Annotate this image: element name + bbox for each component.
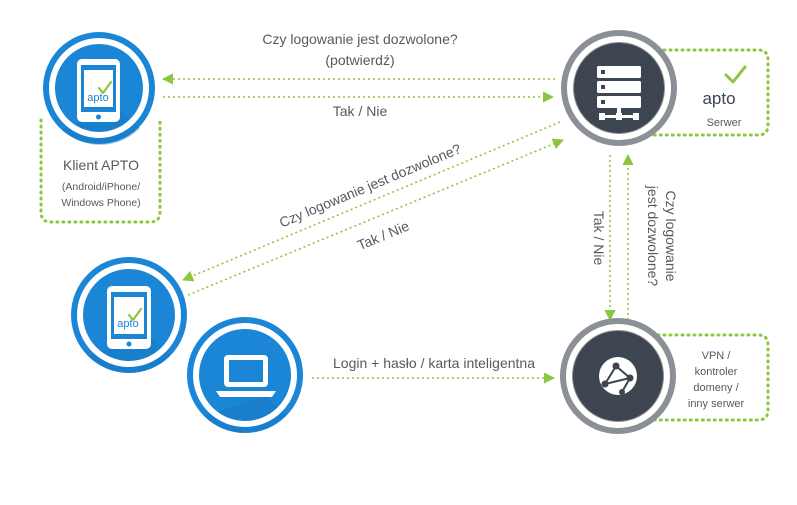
label-top-question: Czy logowanie jest dozwolone?	[262, 31, 458, 47]
server-frame	[638, 48, 770, 137]
label-login: Login + hasło / karta inteligentna	[333, 355, 535, 371]
vpn-frame	[638, 333, 770, 422]
arrow-server-to-device	[181, 121, 561, 282]
client-frame	[39, 118, 162, 224]
vpn-label-1: VPN /	[702, 350, 732, 362]
vpn-label-4: inny serwer	[688, 398, 745, 410]
globe-network-icon	[599, 357, 637, 395]
mobile-device-node: apto	[71, 257, 187, 373]
label-vert-answer: Tak / Nie	[591, 211, 607, 266]
device-screen-logo: apto	[117, 318, 138, 330]
client-title: Klient APTO	[63, 157, 139, 173]
label-vert-question-2: jest dozwolone?	[645, 185, 661, 287]
apto-server-node	[561, 30, 677, 146]
phone-icon	[77, 59, 120, 122]
client-platforms-2: Windows Phone)	[61, 197, 140, 209]
vpn-server-node	[560, 318, 676, 434]
laptop-node	[187, 317, 303, 433]
checkmark-icon	[127, 307, 143, 322]
label-top-question-confirm: (potwierdź)	[325, 52, 394, 68]
server-icon	[597, 66, 641, 120]
vpn-label-3: domeny /	[693, 382, 739, 394]
checkmark-icon	[97, 80, 113, 95]
label-top-answer: Tak / Nie	[333, 103, 388, 119]
client-platforms-1: (Android/iPhone/	[62, 181, 140, 193]
label-vert-question-1: Czy logowanie	[663, 190, 679, 281]
checkmark-icon	[724, 65, 747, 84]
apto-client-node: apto	[43, 32, 155, 145]
server-logo: apto	[702, 89, 735, 108]
label-diag-question: Czy logowanie jest dozwolone?	[277, 140, 464, 230]
server-label: Serwer	[707, 117, 742, 129]
laptop-icon	[216, 355, 276, 397]
vpn-label-2: kontroler	[695, 366, 738, 378]
label-diag-answer: Tak / Nie	[355, 217, 412, 253]
client-screen-logo: apto	[87, 92, 108, 104]
arrow-device-to-server	[187, 138, 565, 296]
